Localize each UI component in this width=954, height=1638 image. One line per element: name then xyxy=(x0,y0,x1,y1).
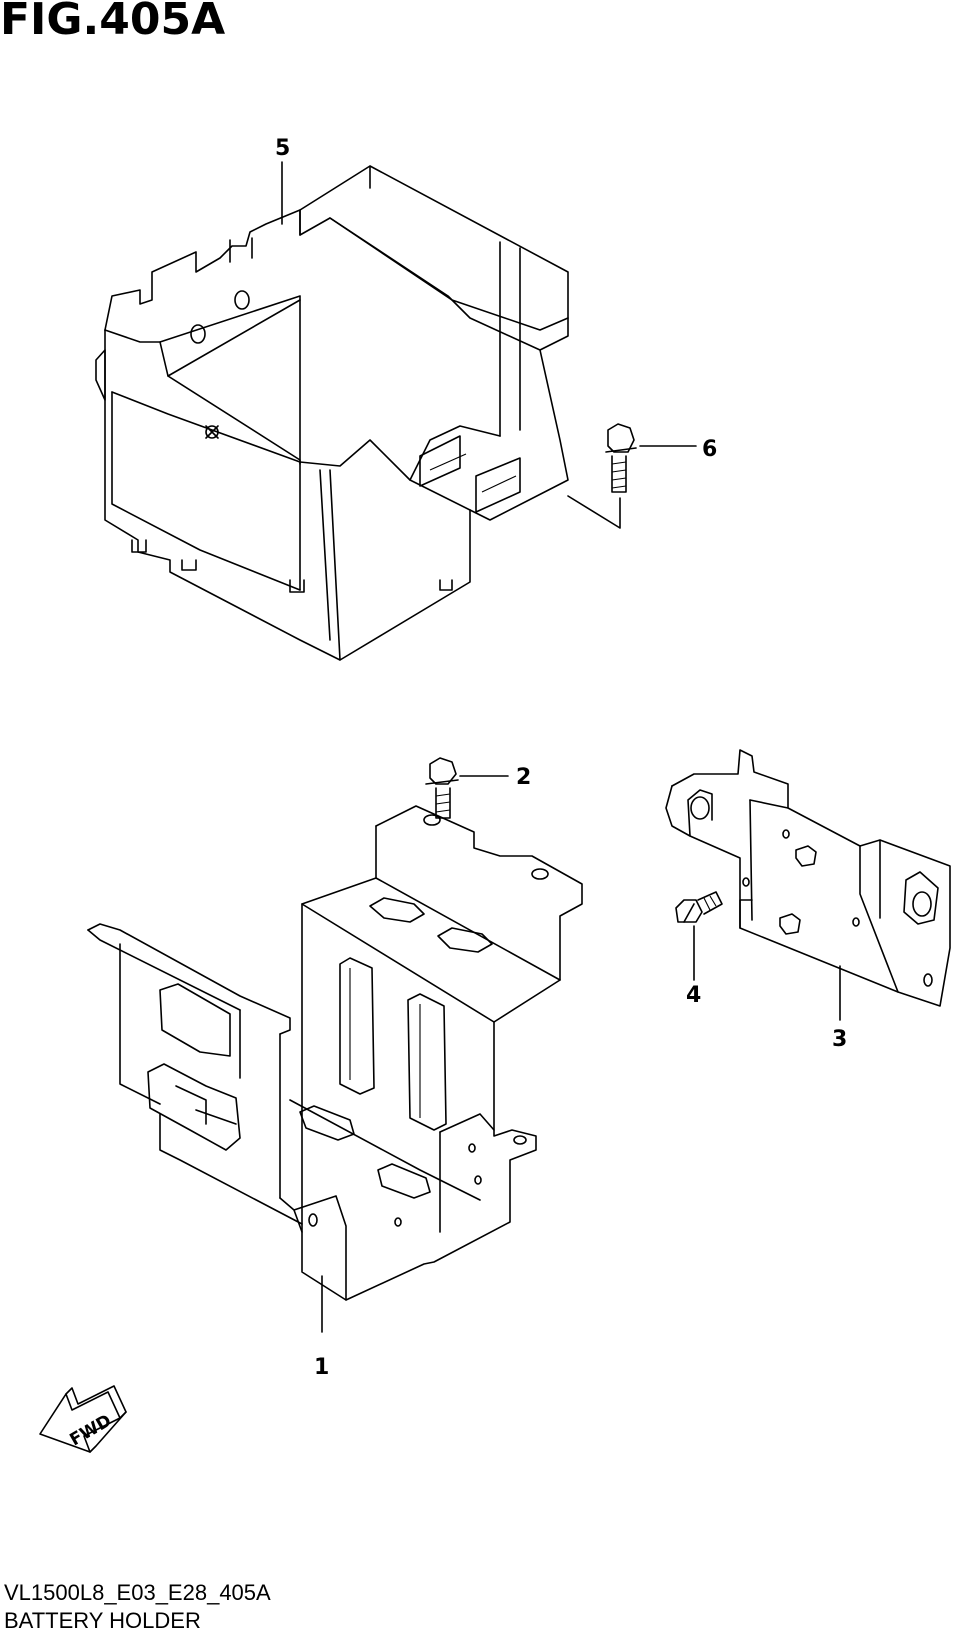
callout-2: 2 xyxy=(516,765,531,790)
part-1-battery-holder xyxy=(87,805,583,1333)
figure-title: FIG.405A xyxy=(0,0,226,45)
fwd-arrow xyxy=(39,1385,127,1453)
part-2-bolt xyxy=(425,757,509,819)
part-3-bracket xyxy=(665,749,951,1021)
callout-4: 4 xyxy=(686,983,701,1008)
callout-6: 6 xyxy=(702,437,717,462)
part-4-bolt xyxy=(675,891,723,981)
part-5-battery-case xyxy=(95,165,569,661)
diagram-code: VL1500L8_E03_E28_405A xyxy=(4,1580,271,1605)
callout-3: 3 xyxy=(832,1027,847,1052)
callout-1: 1 xyxy=(314,1355,329,1380)
part-6-bolt xyxy=(567,423,697,529)
diagram-caption: BATTERY HOLDER xyxy=(4,1608,201,1633)
callout-5: 5 xyxy=(275,136,290,161)
